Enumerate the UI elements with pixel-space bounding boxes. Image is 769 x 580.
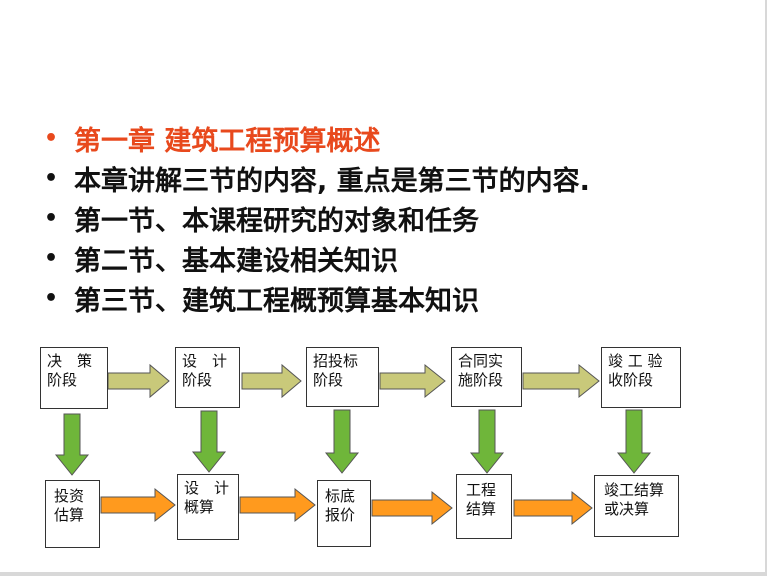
box-line: 施阶段 [458,371,504,389]
box-line: 设 计 [184,479,230,497]
stage-box-bidding: 招投标 阶段 [306,347,379,407]
bullet-text: 第一章 建筑工程预算概述 [74,125,381,157]
box-line: 阶段 [313,371,344,389]
arrow-right-top [241,363,302,399]
box-line: 决 策 [47,352,93,370]
bullet-text: 第一节、本课程研究的对象和任务 [74,205,479,237]
arrow-right-top [522,363,600,399]
stage-box-design: 设 计 阶段 [175,347,240,408]
arrow-right-bottom [513,490,593,526]
box-line: 投资 [54,487,85,505]
box-line: 竣 工 验 [608,352,663,370]
stage-box-decision: 决 策 阶段 [40,347,108,409]
arrow-right-bottom [239,487,316,523]
bullet-text: 第二节、基本建设相关知识 [74,245,398,277]
arrow-right-bottom [371,490,453,526]
cost-box-estimate: 投资 估算 [45,480,100,548]
box-line: 结算 [466,500,497,518]
arrow-right-top [107,363,170,399]
bullet-item: • 第一节、本课程研究的对象和任务 [44,198,590,238]
arrow-right-top [379,363,446,399]
cost-box-budget: 设 计 概算 [177,474,239,540]
bullet-list: • 第一章 建筑工程预算概述 • 本章讲解三节的内容, 重点是第三节的内容. • 第一… [44,118,590,318]
chapter-title: • 第一章 建筑工程预算概述 [44,118,590,158]
bullet-dot: • [44,205,59,231]
bullet-dot: • [44,165,59,191]
box-line: 竣工结算 [604,481,665,499]
bullet-item: • 第二节、基本建设相关知识 [44,238,590,278]
cost-box-final-account: 竣工结算 或决算 [594,475,679,537]
box-line: 标底 [325,487,356,505]
bullet-dot: • [44,245,59,271]
arrow-down [469,409,505,474]
bullet-text: 第三节、建筑工程概预算基本知识 [74,285,479,317]
bullet-text: 本章讲解三节的内容, 重点是第三节的内容. [74,165,590,197]
cost-box-bid-price: 标底 报价 [317,480,371,547]
box-line: 概算 [184,498,215,516]
bullet-dot: • [44,285,59,311]
cost-box-settlement: 工程 结算 [456,474,512,539]
stage-box-acceptance: 竣 工 验 收阶段 [601,347,681,408]
box-line: 阶段 [182,371,213,389]
box-line: 收阶段 [608,371,654,389]
box-line: 工程 [466,481,497,499]
bullet-item: • 本章讲解三节的内容, 重点是第三节的内容. [44,158,590,198]
box-line: 阶段 [47,371,78,389]
arrow-down [54,413,90,476]
box-line: 报价 [325,506,356,524]
box-line: 或决算 [604,500,650,518]
stage-box-contract: 合同实 施阶段 [451,347,522,407]
arrow-right-bottom [100,487,176,523]
box-line: 合同实 [458,352,504,370]
arrow-down [191,410,227,473]
box-line: 估算 [54,506,85,524]
bullet-item: • 第三节、建筑工程概预算基本知识 [44,278,590,318]
arrow-down [616,409,652,474]
box-line: 招投标 [313,352,359,370]
bullet-dot: • [44,125,59,151]
arrow-down [324,409,360,474]
box-line: 设 计 [182,352,228,370]
